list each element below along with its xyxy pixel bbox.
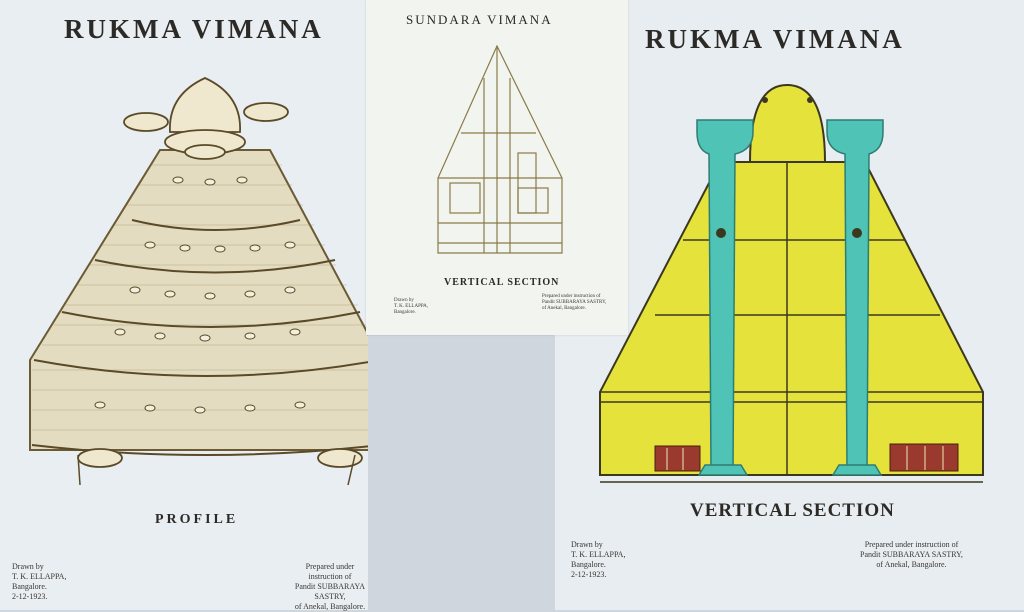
right-caption: VERTICAL SECTION (690, 500, 895, 521)
profile-drawing (29, 77, 368, 486)
middle-caption: VERTICAL SECTION (444, 277, 560, 288)
right-title: RUKMA VIMANA (645, 24, 905, 54)
sundara-sheet: SUNDARA VIMANA VERTICAL SECTION Drawn by… (366, 0, 628, 335)
middle-title: SUNDARA VIMANA (406, 12, 553, 27)
left-title: RUKMA VIMANA (64, 14, 324, 44)
left-drawn-by: Drawn by T. K. ELLAPPA, Bangalore. 2-12-… (12, 562, 67, 601)
profile-sheet: RUKMA VIMANA (0, 0, 368, 611)
vertical-section-drawing (599, 83, 984, 483)
sundara-section-drawing (437, 44, 563, 254)
left-caption: PROFILE (155, 512, 239, 527)
middle-prepared-note: Prepared under instruction of Pandit SUB… (542, 294, 607, 311)
left-prepared-note: Prepared under instruction of Pandit SUB… (294, 562, 366, 611)
right-drawn-by: Drawn by T. K. ELLAPPA, Bangalore. 2-12-… (571, 540, 626, 579)
middle-drawn-by: Drawn by T. K. ELLAPPA, Bangalore. (394, 298, 429, 315)
rukma-section-sheet: RUKMA VIMANA (555, 0, 1024, 610)
right-prepared-note: Prepared under instruction of Pandit SUB… (860, 540, 963, 569)
